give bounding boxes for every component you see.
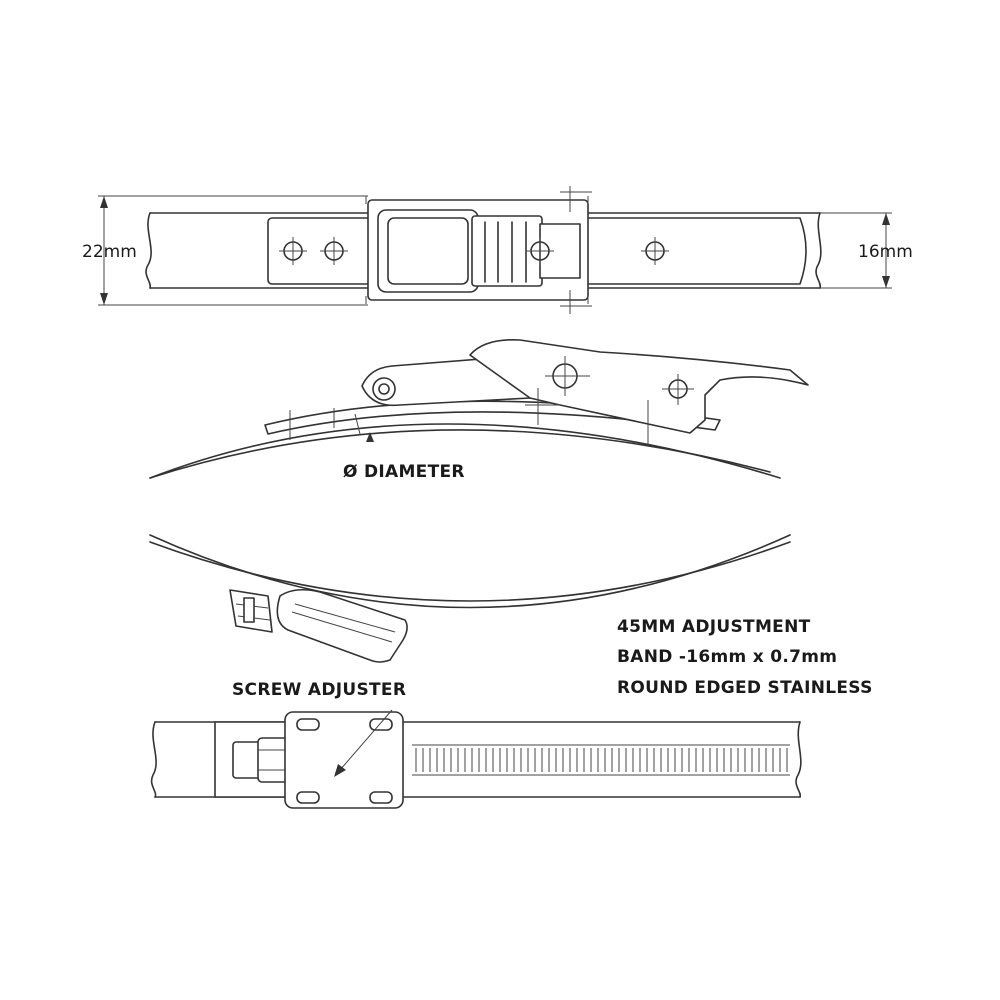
specification-block: 45MM ADJUSTMENT BAND -16mm x 0.7mm ROUND… (617, 617, 873, 698)
screw-top-view (150, 709, 802, 809)
label-16mm: 16mm (858, 242, 913, 262)
band-slots (412, 744, 790, 776)
screw-side-view (149, 534, 791, 663)
latch-side-view (149, 338, 809, 479)
dimension-22mm (98, 195, 368, 306)
latch-top-view (98, 186, 892, 314)
dimension-16mm (820, 212, 892, 289)
spec-line-1: 45MM ADJUSTMENT (617, 617, 811, 637)
rivet-holes (279, 237, 669, 265)
spec-line-3: ROUND EDGED STAINLESS (617, 678, 873, 698)
label-diameter: Ø DIAMETER (343, 462, 465, 482)
spec-line-2: BAND -16mm x 0.7mm (617, 647, 837, 667)
label-screw-adjuster: SCREW ADJUSTER (232, 680, 406, 700)
label-22mm: 22mm (82, 242, 137, 262)
